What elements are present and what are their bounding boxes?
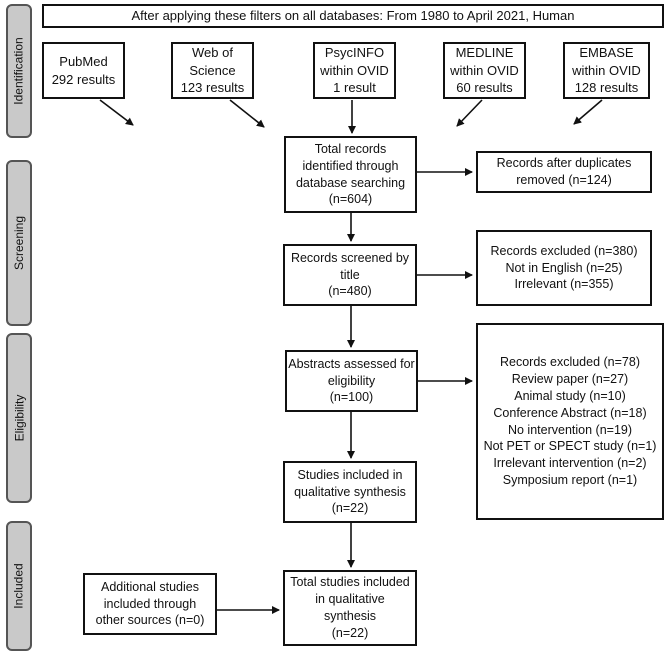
stage-identification: Identification bbox=[6, 4, 32, 138]
screened-title-text: Records screened by title (n=480) bbox=[290, 250, 410, 299]
total-records-box: Total records identified through databas… bbox=[284, 136, 417, 213]
qualitative-box: Studies included in qualitative synthesi… bbox=[283, 461, 417, 523]
abstracts-box: Abstracts assessed for eligibility (n=10… bbox=[285, 350, 418, 412]
source-medline-text: MEDLINE within OVID 60 results bbox=[450, 45, 519, 96]
total-records-text: Total records identified through databas… bbox=[295, 141, 406, 207]
source-embase-text: EMBASE within OVID 128 results bbox=[572, 45, 641, 96]
abstracts-text: Abstracts assessed for eligibility (n=10… bbox=[288, 356, 415, 405]
stage-included: Included bbox=[6, 521, 32, 651]
after-duplicates-box: Records after duplicates removed (n=124) bbox=[476, 151, 652, 193]
total-included-text: Total studies included in qualitative sy… bbox=[290, 575, 410, 640]
source-pubmed-text: PubMed 292 results bbox=[51, 53, 116, 87]
excluded-abstracts-box: Records excluded (n=78) Review paper (n=… bbox=[476, 323, 664, 520]
after-duplicates-text: Records after duplicates removed (n=124) bbox=[496, 156, 632, 187]
source-web-of-science-box: Web of Science 123 results bbox=[171, 42, 254, 99]
excluded-title-text: Records excluded (n=380) Not in English … bbox=[490, 243, 638, 292]
filter-header-box: After applying these filters on all data… bbox=[42, 4, 664, 28]
source-embase-box: EMBASE within OVID 128 results bbox=[563, 42, 650, 99]
arrow-pubmed bbox=[99, 99, 134, 126]
source-psycinfo-text: PsycINFO within OVID 1 result bbox=[320, 45, 389, 96]
qualitative-text: Studies included in qualitative synthesi… bbox=[294, 467, 406, 516]
total-included-box: Total studies included in qualitative sy… bbox=[283, 570, 417, 646]
source-pubmed-box: PubMed 292 results bbox=[42, 42, 125, 99]
arrow-medline bbox=[456, 99, 483, 127]
additional-box: Additional studies included through othe… bbox=[83, 573, 217, 635]
stage-eligibility: Eligibility bbox=[6, 333, 32, 503]
stage-screening: Screening bbox=[6, 160, 32, 326]
source-web-of-science-text: Web of Science 123 results bbox=[180, 45, 245, 96]
source-psycinfo-box: PsycINFO within OVID 1 result bbox=[313, 42, 396, 99]
screened-title-box: Records screened by title (n=480) bbox=[283, 244, 417, 306]
source-medline-box: MEDLINE within OVID 60 results bbox=[443, 42, 526, 99]
excluded-title-box: Records excluded (n=380) Not in English … bbox=[476, 230, 652, 306]
arrow-web-of-science bbox=[229, 99, 265, 128]
filter-header-text: After applying these filters on all data… bbox=[131, 8, 575, 24]
excluded-abstracts-text: Records excluded (n=78) Review paper (n=… bbox=[483, 355, 657, 488]
arrow-embase bbox=[573, 99, 603, 125]
additional-text: Additional studies included through othe… bbox=[95, 579, 205, 628]
